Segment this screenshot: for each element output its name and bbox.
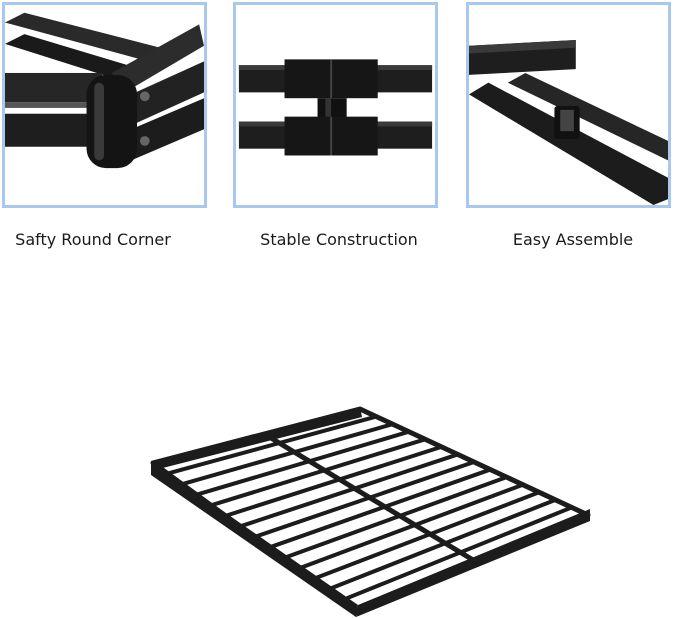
bed-slat	[297, 482, 524, 571]
bed-slat	[166, 414, 377, 476]
bed-frame-image	[150, 406, 591, 617]
bed-slat	[210, 437, 426, 508]
bed-frame-side-rail	[151, 461, 358, 617]
bed-slat	[195, 429, 410, 497]
bed-slat	[326, 497, 557, 592]
feature-caption-stable-construction: Stable Construction	[260, 230, 418, 249]
bed-slat	[239, 452, 459, 529]
round-corner-illustration	[5, 12, 204, 169]
bed-slat	[340, 505, 573, 603]
bed-slat	[181, 422, 394, 487]
bed-frame-head-rail	[151, 407, 362, 471]
feature-caption-easy-assemble: Easy Assemble	[512, 230, 634, 249]
feature-image-round-corner	[2, 2, 207, 208]
bed-frame-foot-rail	[356, 509, 590, 617]
feature-caption-round-corner: Safty Round Corner	[15, 230, 171, 249]
bed-slat	[311, 490, 540, 582]
bed-frame-slats	[166, 414, 573, 603]
stable-construction-illustration	[238, 59, 433, 156]
bed-frame-center-rail	[264, 432, 480, 566]
bed-slat	[253, 460, 475, 539]
feature-image-stable-construction	[233, 2, 438, 208]
feature-image-easy-assemble	[466, 2, 671, 208]
bed-slat	[268, 467, 491, 550]
bed-slat	[224, 444, 443, 518]
easy-assemble-illustration	[469, 39, 668, 205]
bed-slat	[282, 475, 508, 561]
